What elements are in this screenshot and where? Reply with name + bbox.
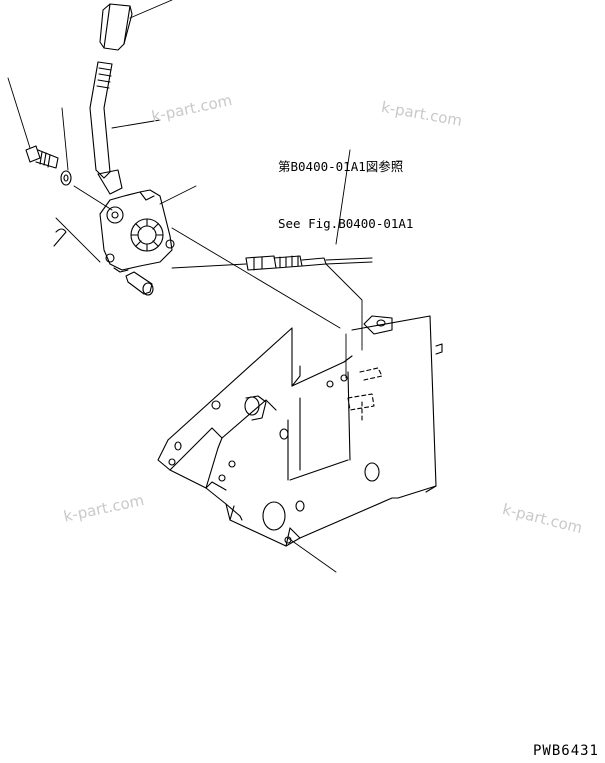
reference-note: 第B0400-01A1図参照 See Fig.B0400-01A1 [278, 119, 413, 271]
reference-note-japanese: 第B0400-01A1図参照 [278, 159, 404, 174]
washer [60, 170, 72, 186]
control-valve [99, 189, 175, 273]
lever-knob [99, 3, 133, 51]
pivot-pin [125, 271, 154, 296]
routing-lines [171, 227, 363, 573]
cotter-pin [53, 228, 67, 247]
reference-note-english: See Fig.B0400-01A1 [278, 216, 414, 231]
mounting-bracket [157, 315, 443, 547]
bolt [25, 145, 59, 169]
lever-rod [89, 61, 123, 195]
control-cable [245, 255, 373, 271]
figure-id: PWB6431 [532, 743, 599, 759]
leader-lines [7, 0, 351, 263]
